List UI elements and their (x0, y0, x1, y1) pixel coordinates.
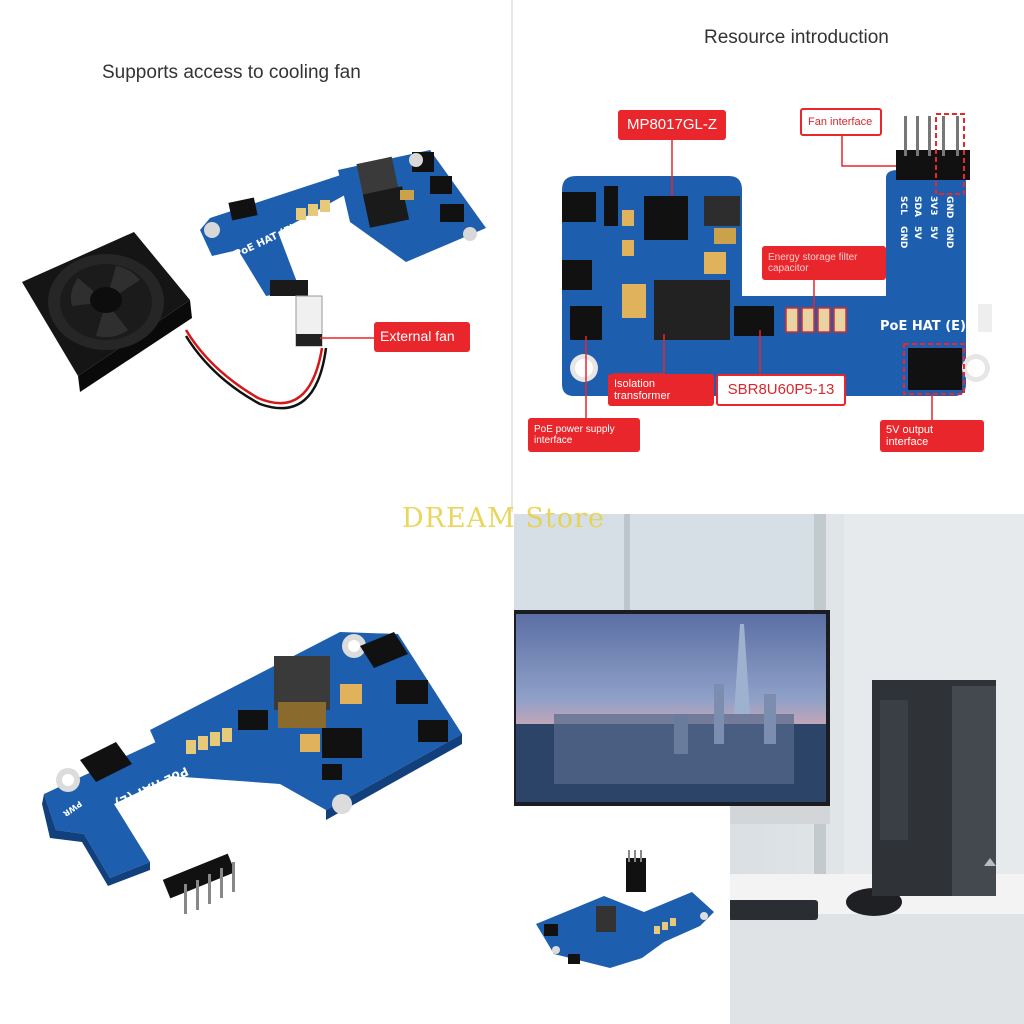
panel-desk-scene (514, 514, 1024, 1024)
panel-board-photo: PoE HAT (E) PWR SCL GND SDA 5V 3V3 5V GN… (0, 514, 510, 1024)
callout-sbr8u60p5: SBR8U60P5-13 (716, 374, 846, 406)
callout-mp8017: MP8017GL-Z (618, 110, 726, 140)
callout-fan-interface: Fan interface (800, 108, 882, 136)
pin-label: GND (944, 196, 954, 219)
callout-5v-output: 5V output interface (880, 420, 984, 452)
pin-label: SCL (898, 196, 908, 215)
panel-title: Supports access to cooling fan (102, 62, 361, 83)
board-label: PoE HAT (E) (880, 319, 966, 334)
pin-label: SDA (912, 196, 922, 217)
callout-poe-supply: PoE power supply interface (528, 418, 640, 452)
callout-isolation-transformer: Isolation transformer (608, 374, 714, 406)
panel-cooling-fan: Supports access to cooling fan (0, 0, 510, 510)
desk-scene-illustration (514, 514, 1024, 1024)
watermark-text: DREAM Store (402, 503, 605, 534)
pwr-label: PWR (980, 334, 1004, 344)
pin-label: GND GND (150, 821, 180, 864)
pin-label-group: SCL GND SDA 5V 3V3 5V GND GND (140, 799, 220, 874)
callout-external-fan: External fan (374, 322, 470, 352)
poe-hat-board (200, 150, 486, 347)
fan-board-illustration (22, 150, 486, 410)
pin-label: 3V3 (928, 196, 938, 216)
panel-title: Resource introduction (704, 27, 889, 48)
fan-header-pins (896, 113, 970, 195)
pin-label: 5V (928, 226, 938, 240)
pin-label: GND (944, 226, 954, 249)
divider-vertical (511, 0, 513, 512)
pin-label: 5V (912, 226, 922, 240)
cooling-fan-icon (22, 232, 192, 392)
panel-resource-introduction: Resource introduction (514, 0, 1024, 510)
callout-energy-storage: Energy storage filter capacitor (762, 246, 886, 280)
pin-label: GND (898, 226, 908, 249)
small-board (536, 850, 714, 968)
pin-label-group: SCL GND SDA 5V 3V3 5V GND GND (898, 196, 960, 260)
board-photo-illustration (42, 632, 462, 914)
